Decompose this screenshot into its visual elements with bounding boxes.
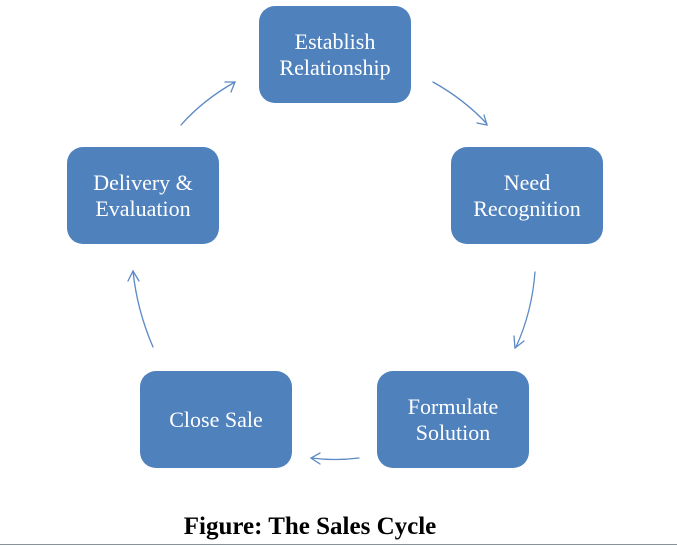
node-label: Formulate Solution (407, 393, 499, 445)
node-delivery-evaluation: Delivery & Evaluation (67, 147, 219, 244)
node-label: Need Recognition (473, 169, 581, 221)
node-close-sale: Close Sale (140, 371, 292, 468)
arrow-close-to-delivery (127, 269, 154, 348)
node-formulate-solution: Formulate Solution (377, 371, 529, 468)
node-label: Establish Relationship (279, 28, 391, 80)
node-need-recognition: Need Recognition (451, 147, 603, 244)
arrow-need-to-formulate (513, 271, 536, 350)
bottom-divider (0, 544, 677, 545)
arrow-formulate-to-close (309, 452, 360, 465)
node-label: Delivery & Evaluation (93, 169, 193, 221)
figure-caption: Figure: The Sales Cycle (183, 513, 437, 540)
arrow-establish-to-need (432, 81, 488, 126)
arrow-delivery-to-establish (180, 81, 236, 126)
node-label: Close Sale (169, 406, 263, 432)
node-establish-relationship: Establish Relationship (259, 6, 411, 103)
